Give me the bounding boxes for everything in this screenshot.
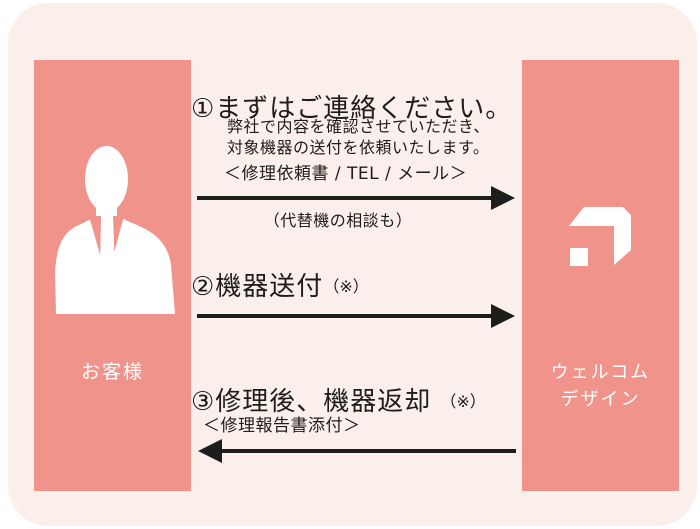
- step-1-contact-methods: ＜修理依頼書 / TEL / メール＞: [224, 164, 468, 184]
- company-name-line-1: ウェルコム: [550, 362, 651, 383]
- arrow-left-icon: [198, 439, 516, 463]
- company-name-line-2: デザイン: [560, 389, 641, 410]
- customer-label: お客様: [80, 361, 144, 383]
- company-label: ウェルコム デザイン: [522, 359, 679, 413]
- step-3-title: ③修理後、機器返却 （※）: [191, 381, 486, 418]
- step-2-title: ②機器送付（※）: [191, 266, 369, 303]
- step-1-desc-line-2: 対象機器の送付を依頼いたします。: [227, 137, 490, 157]
- arrow-right-icon: [197, 186, 515, 210]
- step-2-title-note: （※）: [323, 277, 369, 296]
- step-3-attachment-note: ＜修理報告書添付＞: [203, 416, 361, 436]
- arrow-right-icon: [197, 304, 515, 328]
- diagram-panel: お客様 ウェルコム デザイン ①まずはご連絡ください。 弊社で内容を確認させてい…: [8, 3, 697, 526]
- step-1-desc-line-1: 弊社で内容を確認させていただき、: [227, 117, 490, 136]
- step-2-title-text: ②機器送付: [191, 272, 324, 302]
- step-1-title: ①まずはご連絡ください。: [191, 94, 513, 124]
- customer-column: お客様: [34, 60, 191, 491]
- step-3-title-text: ③修理後、機器返却: [191, 387, 432, 417]
- company-column: ウェルコム デザイン: [522, 60, 679, 491]
- step-3-title-note: （※）: [440, 392, 486, 411]
- step-1-arrow-note: （代替機の相談も）: [263, 211, 413, 230]
- company-logo-icon: [569, 207, 631, 266]
- step-1-description: 弊社で内容を確認させていただき、 対象機器の送付を依頼いたします。: [227, 117, 490, 158]
- businessman-silhouette-icon: [55, 146, 175, 314]
